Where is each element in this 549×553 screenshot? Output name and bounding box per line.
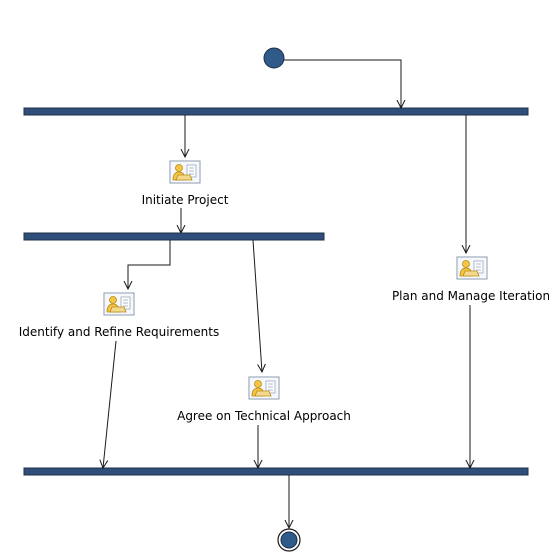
fork-bar-top[interactable] — [23, 107, 529, 116]
activity-plan-manage-iteration[interactable]: Plan and Manage Iteration — [392, 256, 549, 303]
initial-node[interactable] — [263, 47, 285, 69]
activity-initiate-project[interactable]: Initiate Project — [142, 160, 229, 207]
join-bar-bottom[interactable] — [23, 467, 529, 476]
activity-label: Agree on Technical Approach — [177, 409, 351, 423]
task-icon — [456, 256, 488, 280]
task-icon — [169, 160, 201, 184]
edge-initial-to-fork — [284, 59, 401, 108]
fork-bar-middle[interactable] — [23, 232, 325, 241]
final-node[interactable] — [277, 528, 301, 552]
edge-fork2-to-technical — [252, 239, 262, 372]
task-icon — [103, 292, 135, 316]
activity-identify-refine-requirements[interactable]: Identify and Refine Requirements — [19, 292, 219, 339]
activity-label: Identify and Refine Requirements — [19, 325, 219, 339]
activity-label: Plan and Manage Iteration — [392, 289, 549, 303]
edge-requirements-to-join — [103, 340, 117, 468]
activity-agree-technical-approach[interactable]: Agree on Technical Approach — [177, 376, 351, 423]
task-icon — [248, 376, 280, 400]
edge-fork2-to-requirements — [128, 240, 171, 289]
activity-label: Initiate Project — [142, 193, 229, 207]
